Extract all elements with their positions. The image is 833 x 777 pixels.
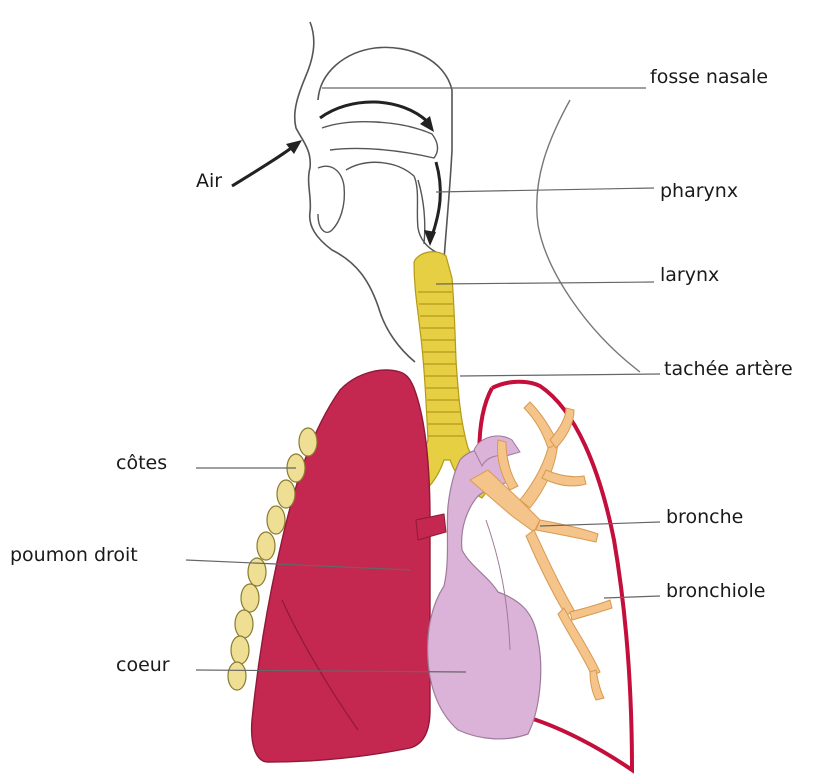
head-profile-outline: [295, 22, 415, 362]
label-larynx: larynx: [660, 264, 719, 286]
tongue-outline: [346, 162, 436, 252]
label-coeur: coeur: [116, 654, 170, 676]
neck-back-outline: [537, 100, 640, 372]
right-lung: [252, 370, 430, 762]
label-fosse-nasale: fosse nasale: [650, 66, 768, 88]
label-air: Air: [196, 170, 222, 192]
label-bronche: bronche: [666, 506, 743, 528]
label-cotes: côtes: [116, 452, 167, 474]
label-bronchiole: bronchiole: [666, 580, 765, 602]
label-poumon-droit: poumon droit: [10, 544, 138, 566]
nasal-cavity-outline: [318, 47, 452, 260]
airflow-arrows: [232, 102, 440, 236]
label-trachee: tachée artère: [664, 358, 793, 380]
mouth-outline: [318, 166, 344, 232]
palate-outline: [322, 122, 438, 158]
label-pharynx: pharynx: [660, 180, 738, 202]
